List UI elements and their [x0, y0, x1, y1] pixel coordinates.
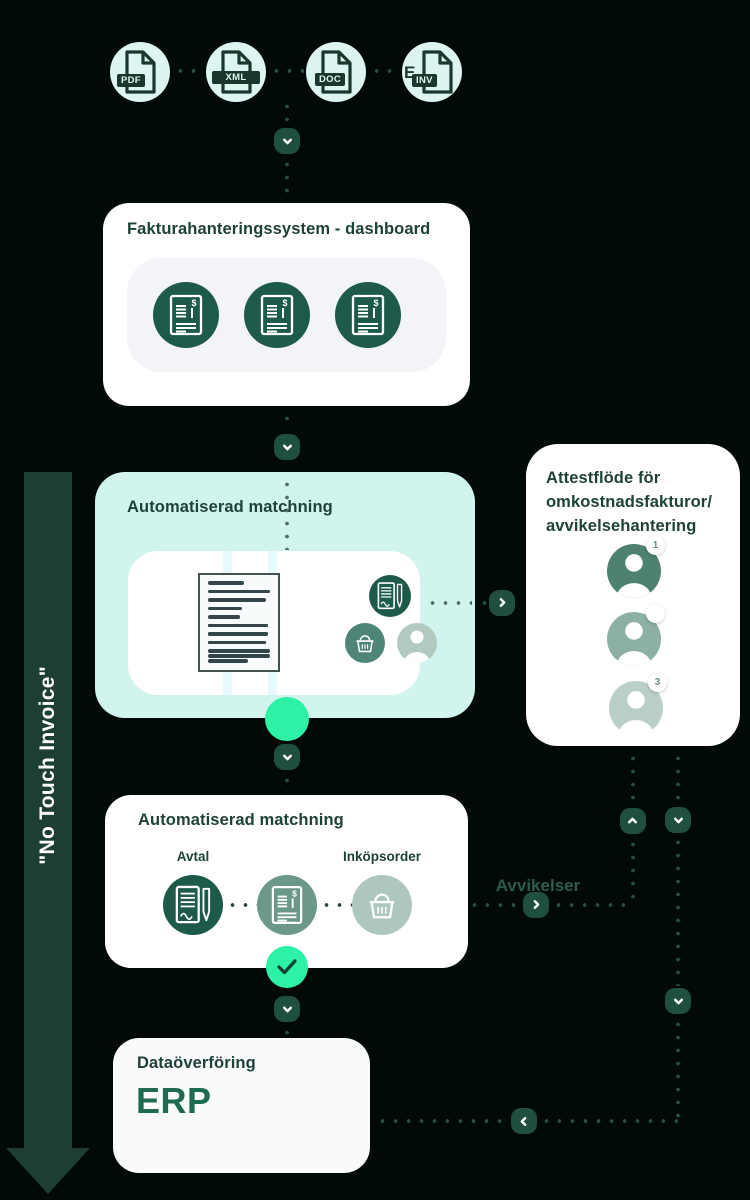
chevron-down-icon — [274, 744, 300, 770]
xml-file-icon: XML — [206, 42, 266, 102]
auto-matching-card-bottom: Automatiserad matchning Avtal Inköpsorde… — [105, 795, 468, 968]
svg-text:$: $ — [292, 889, 297, 899]
dotted-connector — [370, 69, 400, 73]
scanned-invoice-document — [198, 573, 280, 672]
auto-matching-card-top: Automatiserad matchning — [95, 472, 475, 718]
approval-title-line1: Attestflöde för — [546, 469, 661, 487]
no-touch-arrow: "No Touch Invoice" — [24, 600, 72, 930]
e-prefix-label: E — [404, 63, 416, 82]
avvikelser-label: Avvikelser — [495, 876, 581, 895]
dotted-connector — [174, 69, 204, 73]
no-touch-arrow-head — [6, 1148, 90, 1194]
inkopsorder-label: Inköpsorder — [342, 849, 421, 864]
dotted-connector — [285, 774, 289, 792]
dotted-connector — [285, 158, 289, 200]
contract-icon — [163, 875, 223, 935]
svg-text:$: $ — [373, 298, 378, 308]
doc-file-icon: DOC — [306, 42, 366, 102]
dotted-connector — [285, 478, 289, 550]
dotted-connector — [676, 1018, 680, 1118]
invoice-icon: $ — [257, 875, 317, 935]
file-outline-icon — [125, 50, 156, 94]
auto-matching-title: Automatiserad matchning — [127, 498, 333, 516]
xml-label: XML — [212, 70, 260, 84]
dotted-connector — [540, 1119, 678, 1123]
chevron-right-icon — [489, 590, 515, 616]
person-icon — [397, 623, 437, 663]
dotted-connector — [285, 1026, 289, 1036]
dotted-connector — [676, 836, 680, 986]
dotted-connector — [552, 903, 630, 907]
dashboard-card: Fakturahanteringssystem - dashboard $ $ — [103, 203, 470, 406]
dashboard-card-title: Fakturahanteringssystem - dashboard — [127, 220, 431, 238]
dotted-connector — [376, 1119, 508, 1123]
einvoice-file-icon: E INV — [402, 42, 462, 102]
approver-3-icon — [609, 681, 663, 735]
invoice-icon: $ — [335, 282, 401, 348]
chevron-right-icon — [523, 892, 549, 918]
match-success-check-icon — [266, 946, 308, 988]
matching-panel — [128, 551, 437, 695]
approver-3-badge: 3 — [648, 673, 667, 692]
erp-card-title: Dataöverföring — [137, 1054, 256, 1072]
no-touch-arrow-label: "No Touch Invoice" — [36, 665, 59, 865]
chevron-down-icon — [665, 988, 691, 1014]
dotted-connector — [320, 903, 358, 907]
chevron-down-icon — [274, 996, 300, 1022]
status-dot-green — [265, 697, 309, 741]
doc-label: DOC — [315, 72, 346, 86]
avtal-label: Avtal — [176, 849, 210, 864]
dotted-connector — [270, 69, 304, 73]
dotted-connector — [285, 412, 289, 428]
chevron-down-icon — [274, 434, 300, 460]
no-touch-arrow-shaft — [24, 472, 72, 1148]
basket-icon — [352, 875, 412, 935]
file-outline-icon — [422, 50, 453, 94]
dotted-connector — [631, 752, 635, 806]
approver-1-badge: 1 — [646, 536, 665, 555]
approval-flow-card: Attestflöde för omkostnadsfakturor/ avvi… — [526, 444, 740, 746]
chevron-up-icon — [620, 808, 646, 834]
dotted-connector — [676, 752, 680, 804]
dotted-connector — [426, 601, 472, 605]
erp-card: Dataöverföring ERP — [113, 1038, 370, 1173]
erp-system-label: ERP — [136, 1080, 212, 1121]
svg-text:$: $ — [282, 298, 287, 308]
approval-title-line3: avvikelsehantering — [546, 517, 697, 535]
inv-label: INV — [412, 73, 437, 87]
chevron-down-icon — [274, 128, 300, 154]
chevron-down-icon — [665, 807, 691, 833]
invoice-icon: $ — [153, 282, 219, 348]
dotted-connector — [226, 903, 264, 907]
contract-icon — [369, 575, 411, 617]
approver-1-icon — [607, 544, 661, 598]
svg-text:$: $ — [191, 298, 196, 308]
pdf-label: PDF — [117, 73, 145, 87]
invoice-icon: $ — [244, 282, 310, 348]
dotted-connector — [631, 838, 635, 902]
auto-matching-title: Automatiserad matchning — [138, 811, 344, 829]
dotted-connector — [468, 903, 520, 907]
basket-icon — [345, 623, 385, 663]
chevron-left-icon — [511, 1108, 537, 1134]
dotted-connector — [285, 100, 289, 126]
approver-2-badge — [646, 604, 665, 623]
approval-title-line2: omkostnadsfakturor/ — [546, 493, 713, 511]
dotted-connector — [478, 601, 492, 605]
pdf-file-icon: PDF — [110, 42, 170, 102]
